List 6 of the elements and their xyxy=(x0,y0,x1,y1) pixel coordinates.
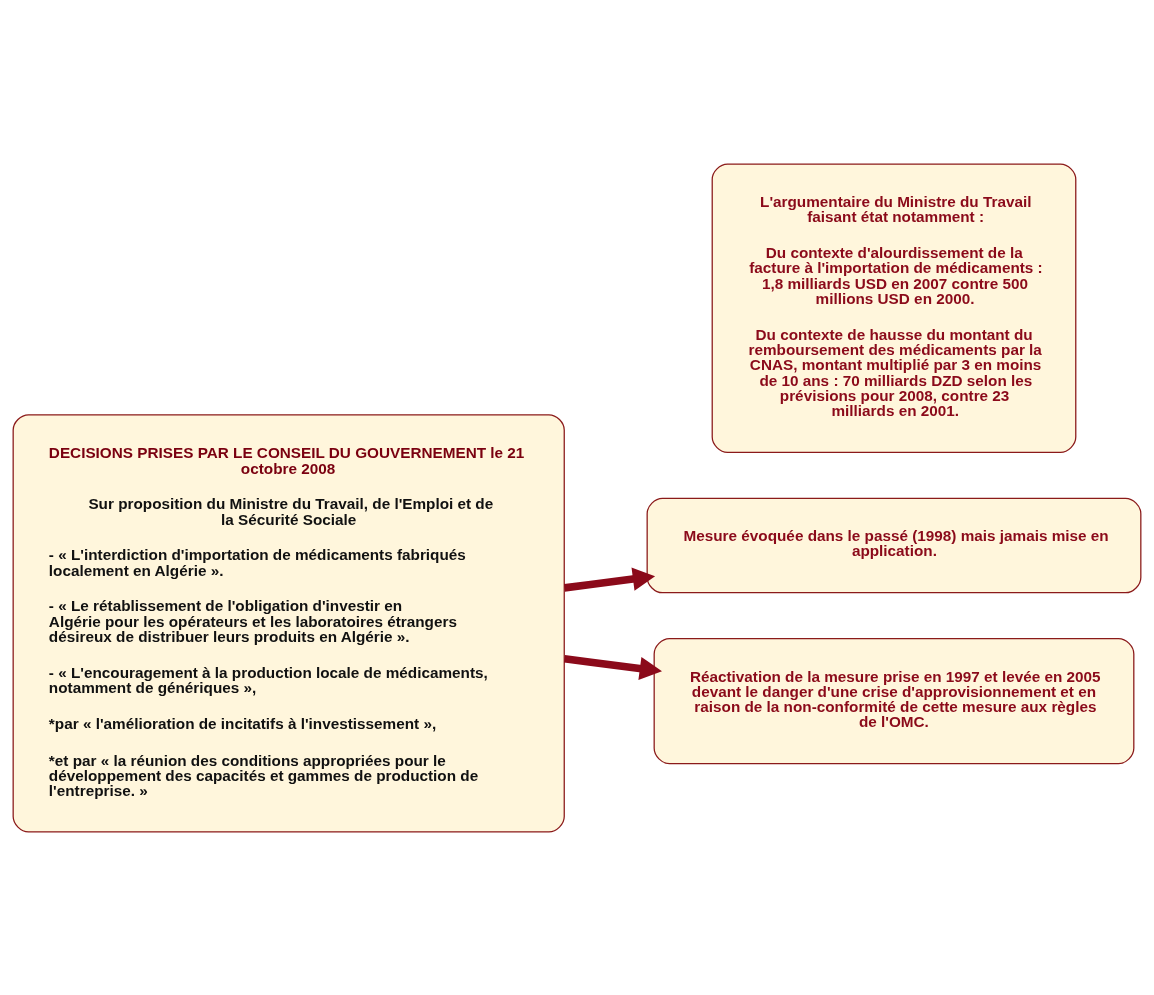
node-box: L'argumentaire du Ministre du Travail faisant état notamment : Du contexte d'alourdissement de la facture à l'importation de médicaments : 1,8 milliards USD en 2007 contre 500 millions USD en 2000. Du contexte de hausse du montant du remboursement des médicaments par la CNAS, montant multiplié par 3 en moins de 10 ans : 70 milliards DZD selon les prévisions pour 2008, contre 23 milliards en 2001. xyxy=(711,162,1077,453)
node-box: Réactivation de la mesure prise en 1997 et levée en 2005 devant le danger d'une crise d'approvisionnement et en raison de la non-conformité de cette mesure aux règles de l'OMC. xyxy=(653,637,1135,764)
node-box: Mesure évoquée dans le passé (1998) mais jamais mise en application. xyxy=(646,497,1142,593)
arrow xyxy=(563,654,662,680)
node-box: DECISIONS PRISES PAR LE CONSEIL DU GOUVERNEMENT le 21 octobre 2008 Sur proposition du Ministre du Travail, de l'Emploi et de la Sécurité Sociale - « L'interdiction d'importation de médicaments fabriqués localement en Algérie ». - « Le rétablissement de l'obligation d'investir en Algérie pour les opérateurs et les laboratoires étrangers désireux de distribuer leurs produits en Algérie ». - « L'encouragement à la production locale de médicaments, notamment de génériques », *par « l'amélioration de incitatifs à l'investissement », *et par « la réunion des conditions appropriées pour le développement des capacités et gammes de production de l'entreprise. » xyxy=(12,413,565,833)
arrow xyxy=(563,566,656,592)
